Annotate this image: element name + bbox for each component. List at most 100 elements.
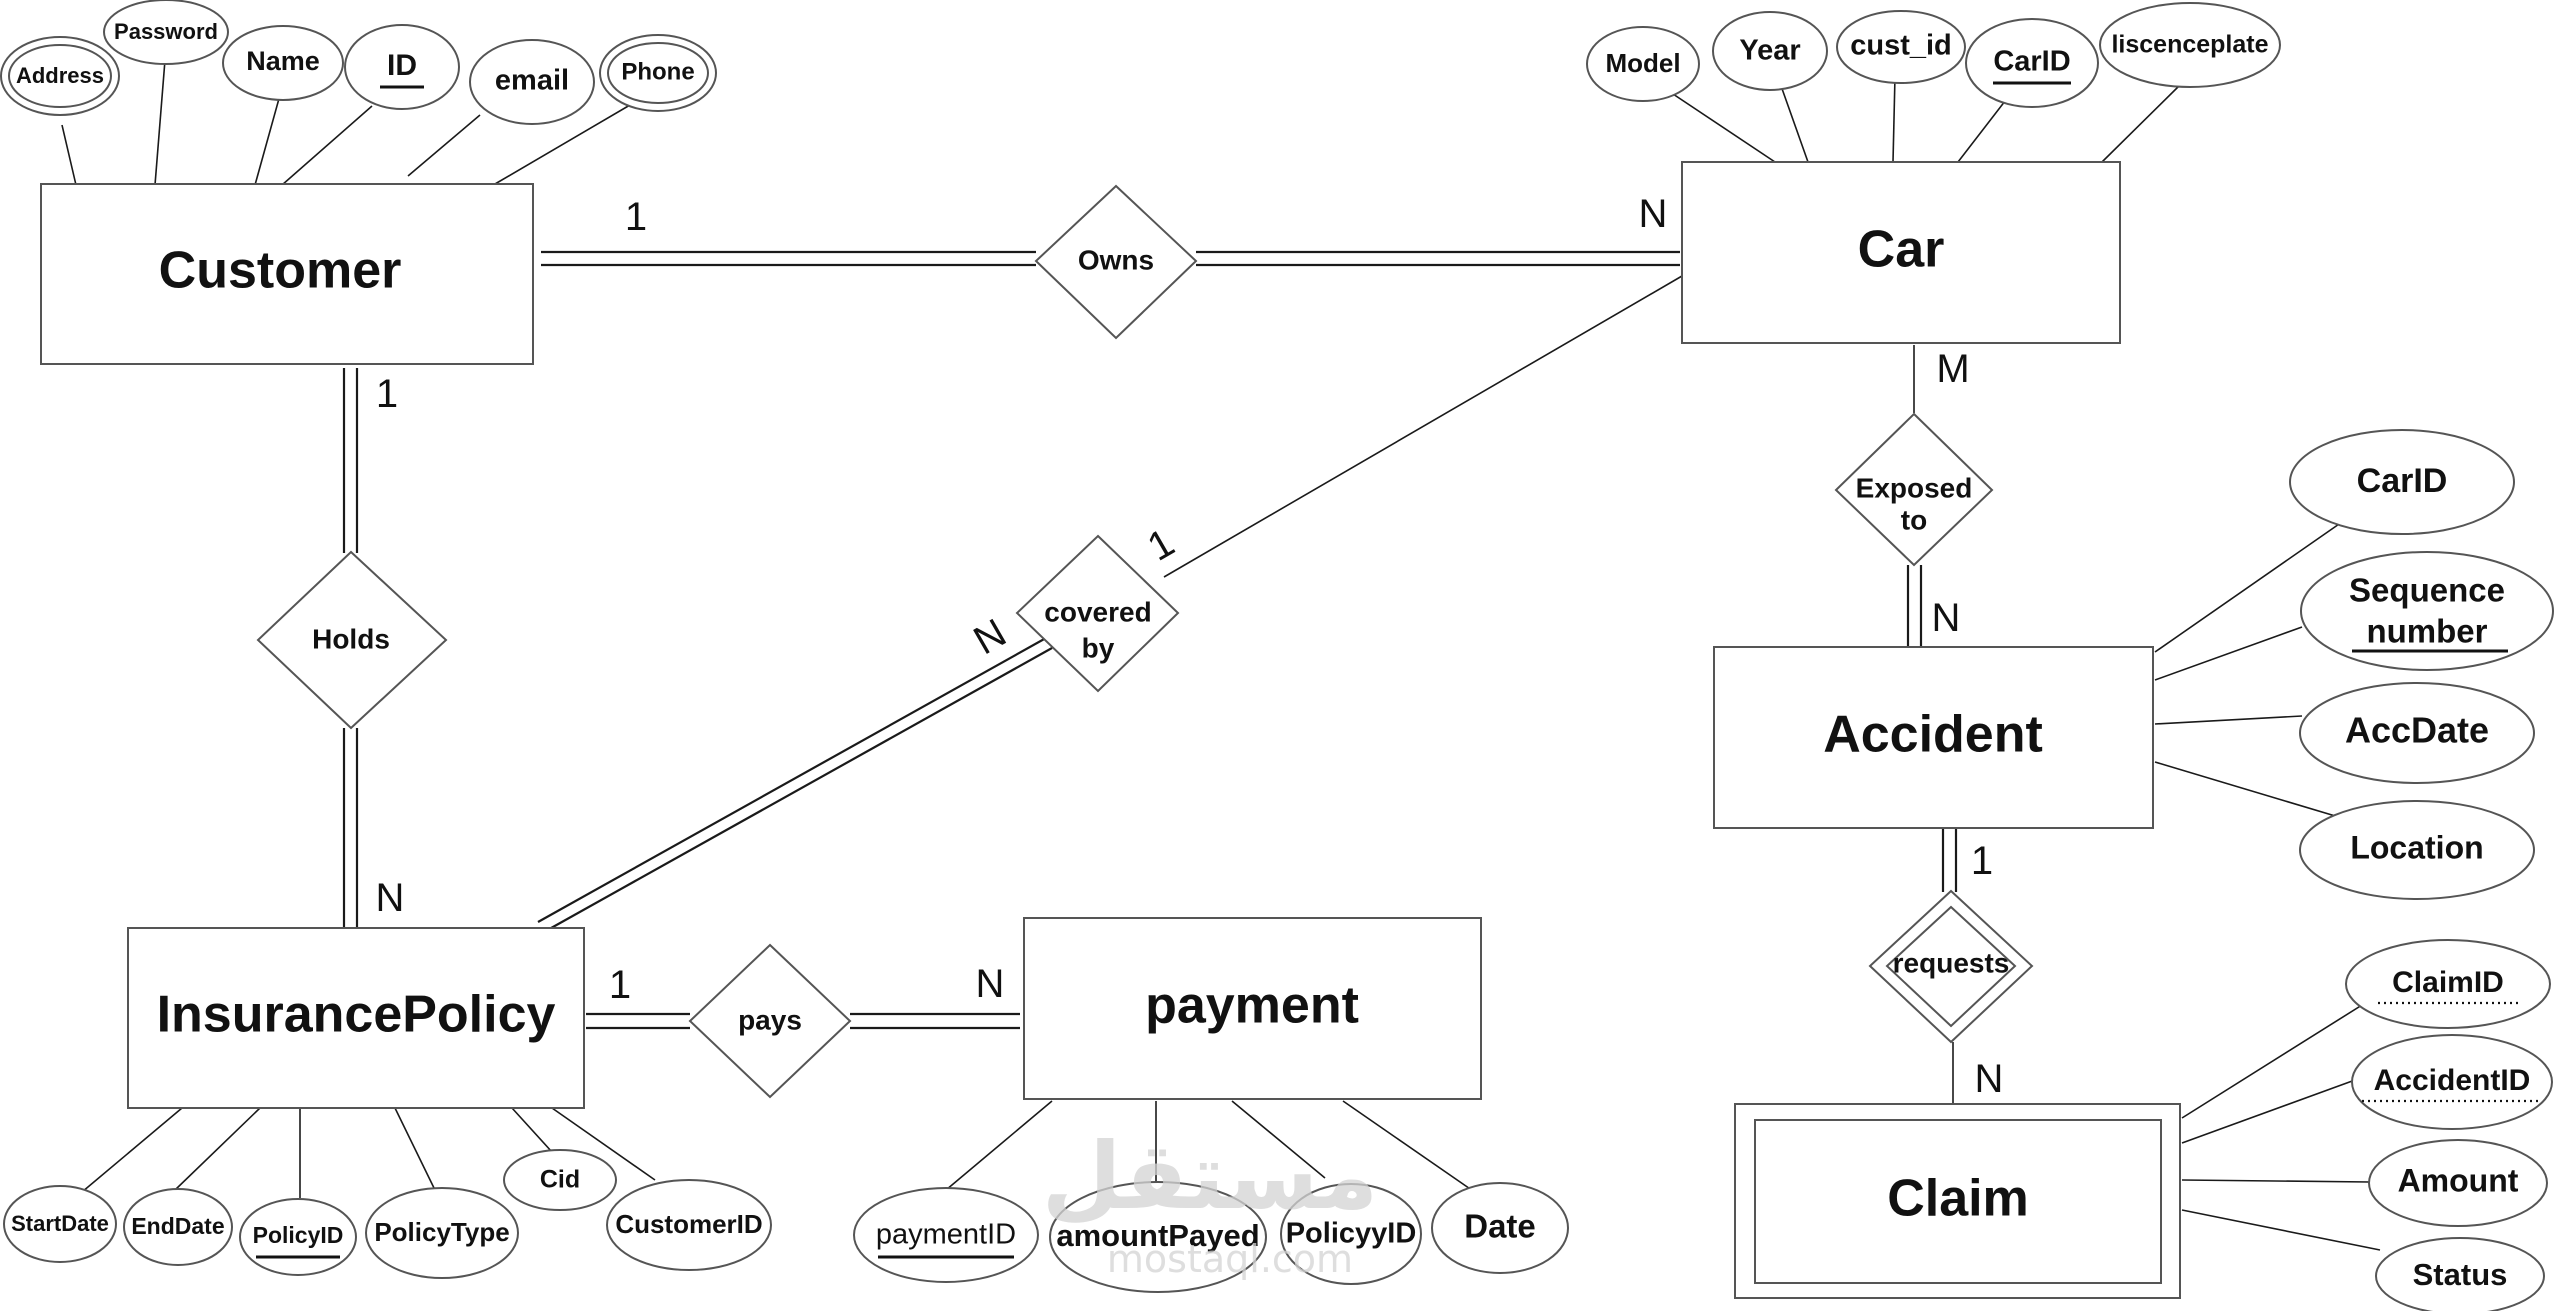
attribute-year-label: Year [1739, 35, 1800, 67]
attribute-customer-id: ID [344, 24, 460, 110]
cardinality-requests-claim: N [1975, 1057, 2004, 1101]
relationship-exposed-label: Exposed [1856, 472, 1973, 503]
connector-accident-carid [2154, 521, 2343, 653]
connector-policy-startdate [81, 1107, 183, 1193]
cardinality-car-exposed: M [1936, 347, 1969, 391]
connector-accident-location [2154, 761, 2343, 819]
attribute-policyid-label: PolicyID [253, 1222, 344, 1248]
attribute-liscenceplate-label: liscenceplate [2111, 31, 2268, 59]
attribute-car-carid: CarID [1965, 18, 2099, 108]
connector-customer-email [407, 114, 481, 177]
attribute-amount: Amount [2368, 1139, 2548, 1227]
attribute-accidentid-label: AccidentID [2374, 1064, 2531, 1097]
attribute-sequence-label: Sequence [2349, 572, 2505, 609]
attribute-accdate-label: AccDate [2345, 710, 2489, 751]
watermark-latin: mostaql.com [1107, 1237, 1353, 1281]
link-coveredby-policy-a [537, 637, 1047, 923]
attribute-cust-id-label: cust_id [1850, 30, 1952, 62]
attribute-sequence-number: Sequence number [2300, 551, 2554, 671]
connector-claim-status [2181, 1209, 2381, 1251]
connector-claim-accidentid [2181, 1079, 2356, 1144]
attribute-claimid-label: ClaimID [2392, 966, 2504, 999]
entity-accident: Accident [1713, 646, 2154, 829]
attribute-accdate: AccDate [2299, 682, 2535, 784]
entity-car: Car [1681, 161, 2121, 344]
entity-payment-label: payment [1145, 977, 1359, 1035]
relationship-owns: Owns [1034, 184, 1198, 340]
attribute-model: Model [1586, 26, 1700, 102]
attribute-status-label: Status [2413, 1257, 2508, 1292]
attribute-enddate-label: EndDate [131, 1213, 224, 1239]
attribute-startdate: StartDate [3, 1185, 117, 1263]
attribute-status: Status [2375, 1237, 2545, 1311]
relationship-requests-label: requests [1893, 947, 2010, 978]
attribute-car-carid-label: CarID [1993, 46, 2070, 78]
cardinality-customer-owns: 1 [625, 195, 647, 239]
connector-policy-cid [511, 1107, 553, 1153]
attribute-date: Date [1431, 1182, 1569, 1274]
connector-customer-id [281, 105, 373, 186]
watermark: مستقل mostaql.com [1042, 1123, 1378, 1281]
attribute-policytype: PolicyType [365, 1187, 519, 1279]
attribute-amount-label: Amount [2398, 1162, 2519, 1198]
identifying-relationship-requests: requests [1868, 889, 2034, 1044]
connector-claim-amount [2181, 1179, 2371, 1183]
attribute-cust-id: cust_id [1836, 10, 1966, 84]
attribute-customerid-label: CustomerID [615, 1209, 762, 1239]
cardinality-customer-holds: 1 [376, 372, 398, 416]
attribute-policytype-label: PolicyType [374, 1217, 509, 1247]
cardinality-accident-requests: 1 [1971, 839, 1993, 883]
relationship-covered-by: covered by [1015, 534, 1180, 693]
connector-policy-customerid [551, 1107, 656, 1181]
attribute-phone-label: Phone [621, 58, 694, 85]
connector-payment-date [1342, 1100, 1477, 1194]
cardinality-covered-policy: N [966, 611, 1013, 664]
weak-entity-claim: Claim [1734, 1103, 2181, 1299]
attribute-name: Name [222, 25, 344, 101]
connector-claim-claimid [2181, 999, 2371, 1119]
attribute-paymentid-label: paymentID [876, 1219, 1016, 1251]
attribute-paymentid: paymentID [853, 1187, 1039, 1283]
relationship-holds: Holds [256, 550, 448, 730]
attribute-policyid: PolicyID [239, 1198, 357, 1276]
attribute-email-label: email [495, 65, 569, 97]
entity-claim-label: Claim [1887, 1170, 2029, 1228]
relationship-by-label: by [1082, 632, 1115, 663]
attribute-accident-carid-label: CarID [2357, 462, 2448, 500]
link-car-coveredby [1163, 275, 1683, 578]
connector-customer-phone [494, 104, 631, 185]
attribute-policyyid-label: PolicyyID [1286, 1218, 1417, 1250]
attribute-amountpayed: amountPayed [1049, 1181, 1267, 1293]
attribute-cid-label: Cid [540, 1166, 580, 1194]
connector-car-plate [2101, 84, 2181, 163]
attribute-password-label: Password [114, 19, 218, 44]
attribute-startdate-label: StartDate [11, 1211, 109, 1236]
attribute-location: Location [2299, 800, 2535, 900]
cardinality-holds-policy: N [376, 876, 405, 920]
relationship-to-label: to [1901, 504, 1927, 535]
attribute-name-label: Name [246, 46, 320, 76]
attribute-customerid: CustomerID [606, 1179, 772, 1271]
watermark-arabic: مستقل [1042, 1123, 1378, 1230]
entity-customer: Customer [40, 183, 534, 365]
connector-customer-name [254, 94, 281, 186]
connector-accident-accdate [2154, 715, 2303, 725]
attribute-location-label: Location [2350, 829, 2483, 865]
cardinalities: 1 N 1 N 1 N 1 N M N 1 N [376, 192, 2004, 1101]
attribute-amountpayed-label: amountPayed [1056, 1218, 1259, 1253]
attribute-claimid: ClaimID [2345, 939, 2551, 1029]
cardinality-pays-payment: N [976, 962, 1005, 1006]
connector-policy-enddate [174, 1107, 261, 1191]
attribute-number-label: number [2366, 613, 2487, 650]
connector-customer-address [61, 124, 77, 186]
attribute-accidentid: AccidentID [2351, 1034, 2553, 1130]
link-coveredby-policy-b [543, 647, 1053, 933]
entity-car-label: Car [1858, 221, 1945, 279]
relationship-pays-label: pays [738, 1004, 802, 1035]
attribute-email: email [469, 39, 595, 125]
attribute-address-label: Address [16, 63, 104, 88]
cardinality-policy-pays: 1 [609, 963, 631, 1007]
entity-accident-label: Accident [1823, 706, 2043, 764]
attribute-password: Password [103, 0, 229, 65]
